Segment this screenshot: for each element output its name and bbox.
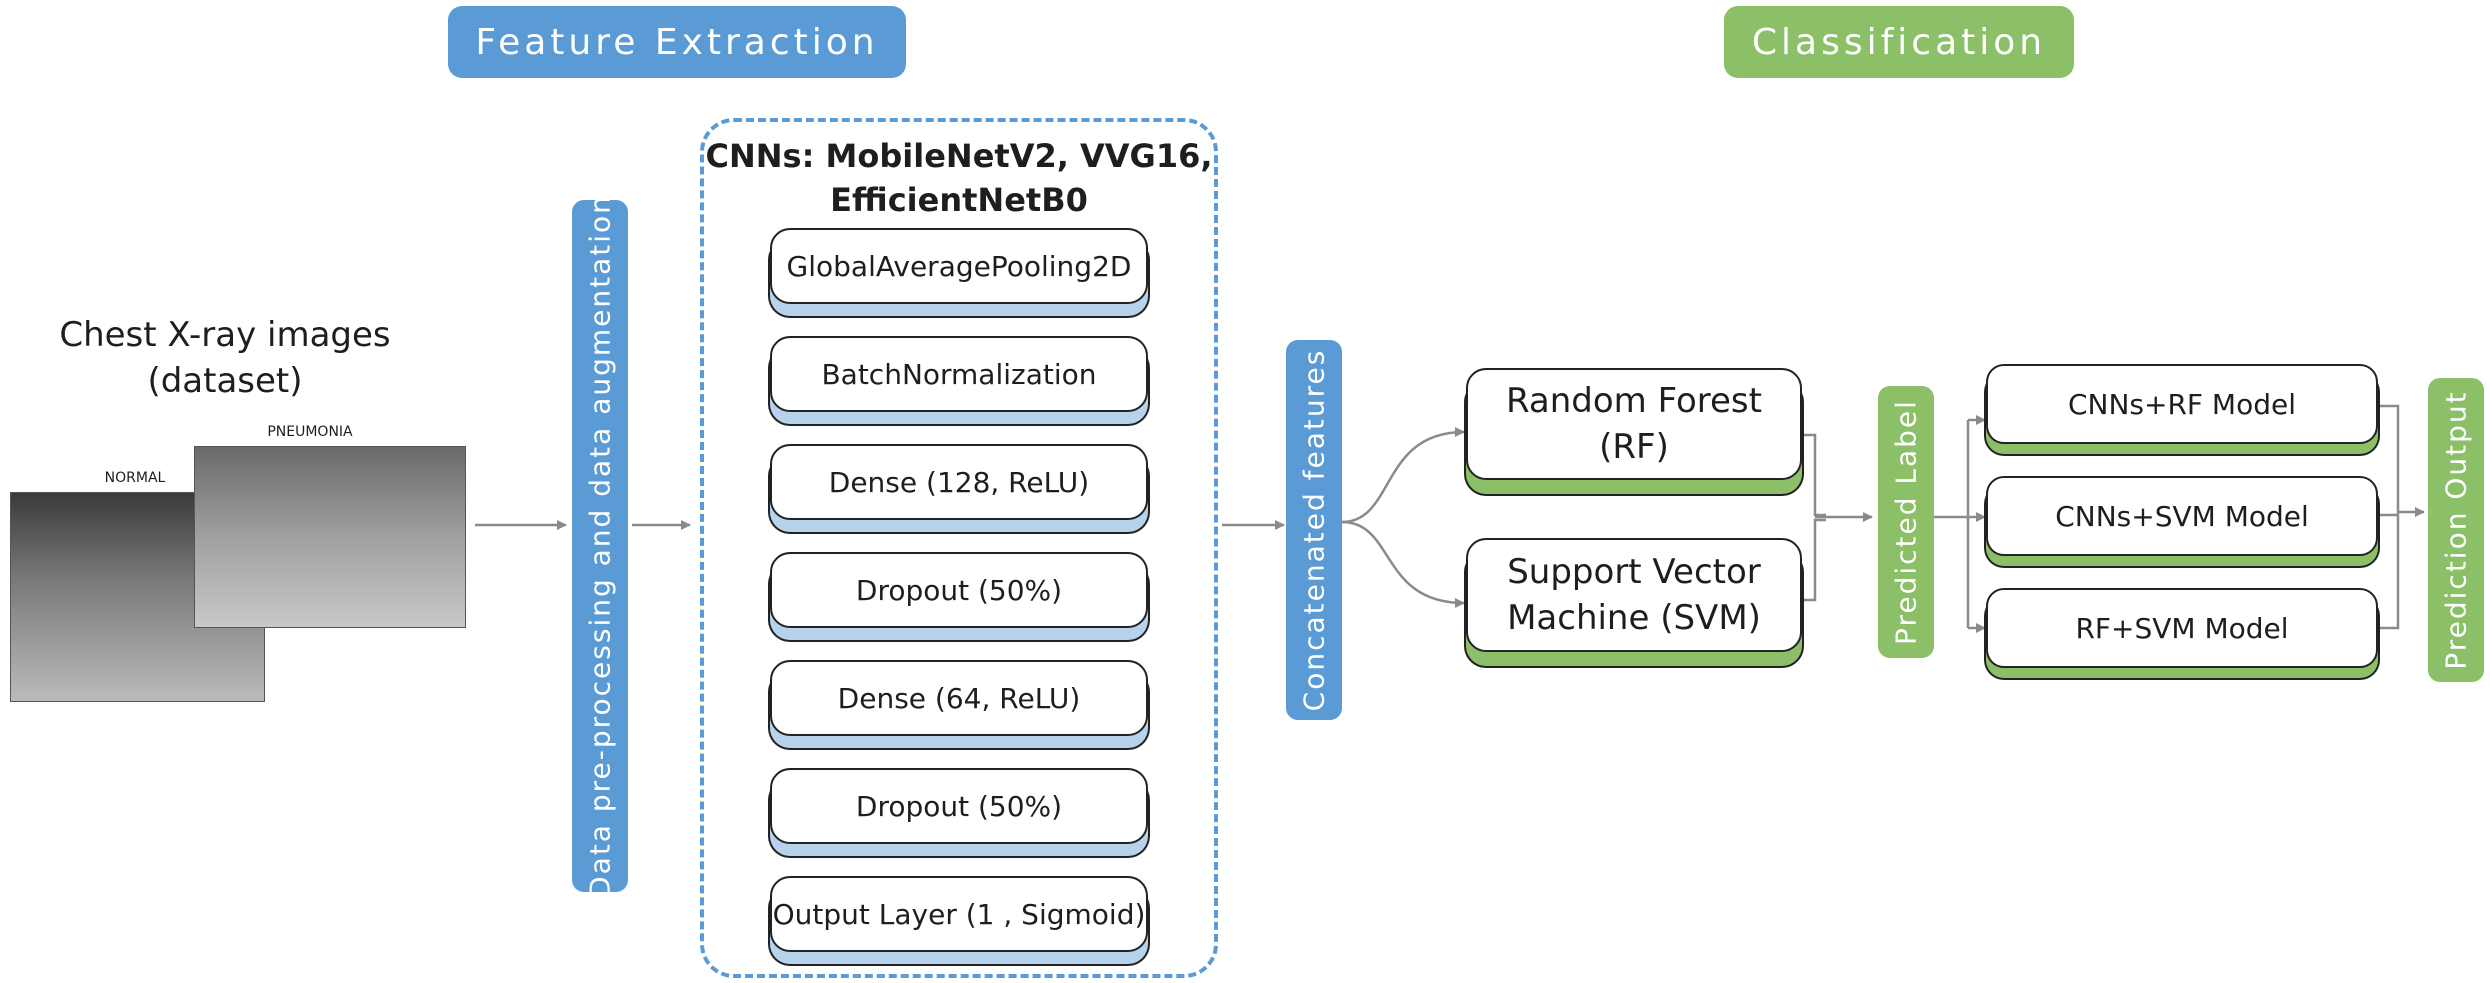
model-cnns-svm: CNNs+SVM Model	[1986, 476, 2378, 556]
concatenated-features-label: Concatenated features	[1297, 348, 1331, 712]
pneumonia-label: PNEUMONIA	[267, 424, 353, 440]
dataset-title-line2: (dataset)	[147, 361, 303, 401]
layer-dropout-2: Dropout (50%)	[770, 768, 1148, 844]
arrow-models-to-output	[2379, 404, 2400, 630]
rf-line1: Random Forest	[1506, 381, 1762, 421]
classification-header: Classification	[1724, 6, 2074, 78]
model-rf-svm: RF+SVM Model	[1986, 588, 2378, 668]
dataset-title-line1: Chest X-ray images	[59, 315, 391, 355]
layer-dropout-1: Dropout (50%)	[770, 552, 1148, 628]
prediction-output-label: Prediction Output	[2439, 390, 2473, 670]
concatenated-features-bar: Concatenated features	[1286, 340, 1342, 720]
arrow-svm-to-predicted	[1803, 518, 1826, 602]
svm-line2: Machine (SVM)	[1507, 598, 1761, 638]
layer-batch-normalization: BatchNormalization	[770, 336, 1148, 412]
layer-dense-128: Dense (128, ReLU)	[770, 444, 1148, 520]
arrow-concatenated-to-svm	[1341, 520, 1465, 608]
layer-output: Output Layer (1 , Sigmoid)	[770, 876, 1148, 952]
cnn-title-line2: EfficientNetB0	[830, 181, 1088, 219]
random-forest-box: Random Forest (RF)	[1466, 368, 1802, 480]
predicted-label-bar: Predicted Label	[1878, 386, 1934, 658]
arrow-rf-to-predicted	[1803, 433, 1826, 517]
cnn-title-line1: CNNs: MobileNetV2, VVG16,	[705, 137, 1213, 175]
pneumonia-xray-image	[194, 446, 466, 628]
svm-box: Support Vector Machine (SVM)	[1466, 538, 1802, 652]
prediction-output-bar: Prediction Output	[2428, 378, 2484, 682]
predicted-label-text: Predicted Label	[1889, 399, 1923, 645]
cnn-title: CNNs: MobileNetV2, VVG16, EfficientNetB0	[700, 134, 1218, 222]
rf-line2: (RF)	[1599, 427, 1669, 467]
preprocessing-bar: Data pre-processing and data augmentatio…	[572, 194, 628, 898]
svm-line1: Support Vector	[1507, 552, 1761, 592]
layer-global-average-pooling: GlobalAveragePooling2D	[770, 228, 1148, 304]
feature-extraction-header: Feature Extraction	[448, 6, 906, 78]
arrow-predicted-to-models	[1934, 420, 1970, 628]
layer-dense-64: Dense (64, ReLU)	[770, 660, 1148, 736]
arrow-concatenated-to-rf	[1341, 427, 1465, 524]
preprocessing-label: Data pre-processing and data augmentatio…	[583, 194, 617, 898]
dataset-title: Chest X-ray images (dataset)	[0, 312, 450, 404]
cnn-frame	[700, 118, 1218, 978]
normal-label: NORMAL	[104, 470, 166, 486]
model-cnns-rf: CNNs+RF Model	[1986, 364, 2378, 444]
